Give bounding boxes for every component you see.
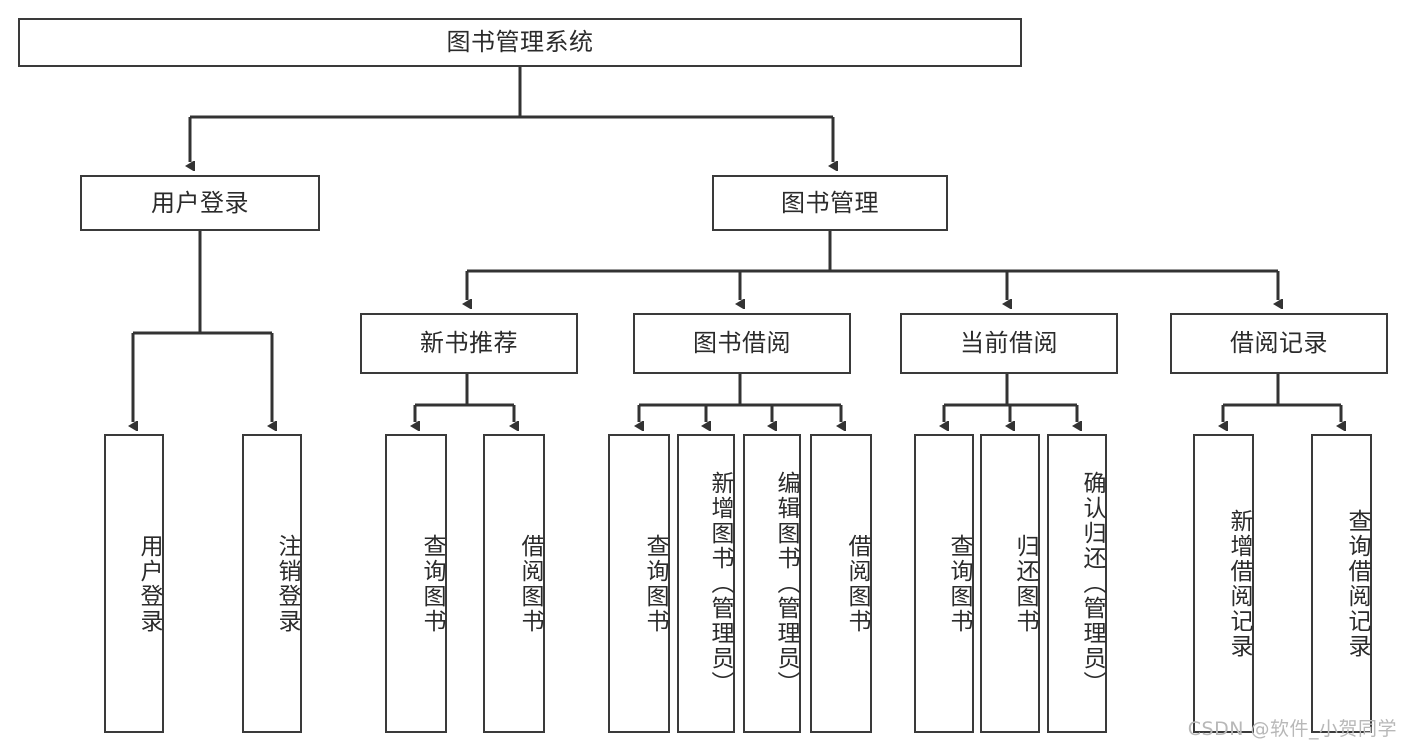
leaf-confirm-return-admin[interactable]: 确认归还（管理员） xyxy=(1047,434,1107,733)
leaf-query-borrow-record[interactable]: 查询借阅记录 xyxy=(1311,434,1372,733)
leaf-logout-login[interactable]: 注销登录 xyxy=(242,434,302,733)
leaf-borrow-book-recommend[interactable]: 借阅图书 xyxy=(483,434,545,733)
leaf-add-book-admin[interactable]: 新增图书（管理员） xyxy=(677,434,735,733)
node-current-borrow[interactable]: 当前借阅 xyxy=(900,313,1118,374)
leaf-borrow-book[interactable]: 借阅图书 xyxy=(810,434,872,733)
node-book-borrow[interactable]: 图书借阅 xyxy=(633,313,851,374)
leaf-query-book-recommend[interactable]: 查询图书 xyxy=(385,434,447,733)
node-new-book-recommend[interactable]: 新书推荐 xyxy=(360,313,578,374)
leaf-add-borrow-record[interactable]: 新增借阅记录 xyxy=(1193,434,1254,733)
node-borrow-record[interactable]: 借阅记录 xyxy=(1170,313,1388,374)
leaf-return-book[interactable]: 归还图书 xyxy=(980,434,1040,733)
leaf-query-book-current[interactable]: 查询图书 xyxy=(914,434,974,733)
node-root[interactable]: 图书管理系统 xyxy=(18,18,1022,67)
leaf-edit-book-admin[interactable]: 编辑图书（管理员） xyxy=(743,434,801,733)
node-user-login[interactable]: 用户登录 xyxy=(80,175,320,231)
leaf-query-book-borrow[interactable]: 查询图书 xyxy=(608,434,670,733)
node-book-management[interactable]: 图书管理 xyxy=(712,175,948,231)
csdn-watermark: CSDN @软件_小贺同学 xyxy=(1187,718,1397,740)
leaf-user-login[interactable]: 用户登录 xyxy=(104,434,164,733)
